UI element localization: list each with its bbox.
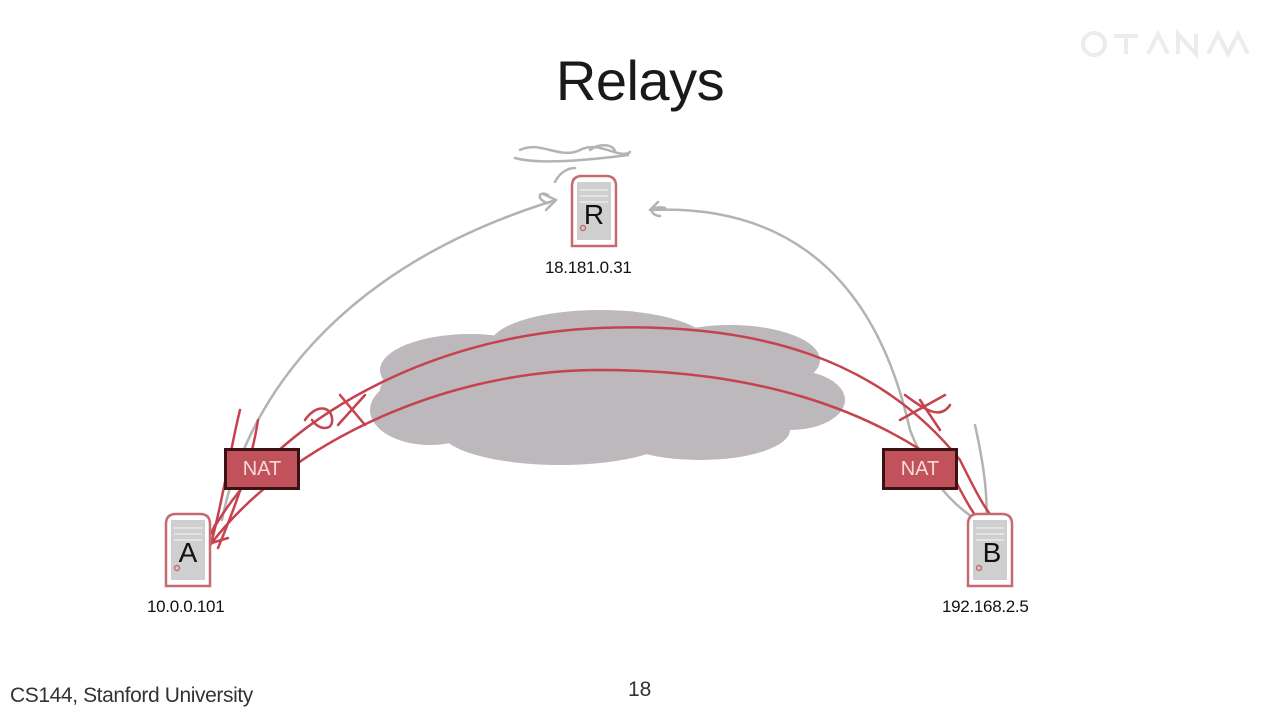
watermark-logo <box>1081 28 1250 60</box>
footer-course: CS144, Stanford University <box>10 684 253 707</box>
host-b-server: B <box>966 512 1014 588</box>
host-a-letter: A <box>179 537 198 568</box>
host-b-letter: B <box>983 537 1002 568</box>
slide-title: Relays <box>555 49 725 112</box>
nat-right: NAT <box>882 448 958 490</box>
nat-left: NAT <box>224 448 300 490</box>
host-b-address: 192.168.2.5 <box>942 597 1029 616</box>
relay-server: R <box>570 174 618 248</box>
page-number: 18 <box>628 678 652 701</box>
host-a-address: 10.0.0.101 <box>147 597 225 616</box>
relay-letter: R <box>584 199 604 230</box>
relay-address: 18.181.0.31 <box>545 258 632 277</box>
host-a-server: A <box>164 512 212 588</box>
internet-cloud <box>370 310 845 465</box>
